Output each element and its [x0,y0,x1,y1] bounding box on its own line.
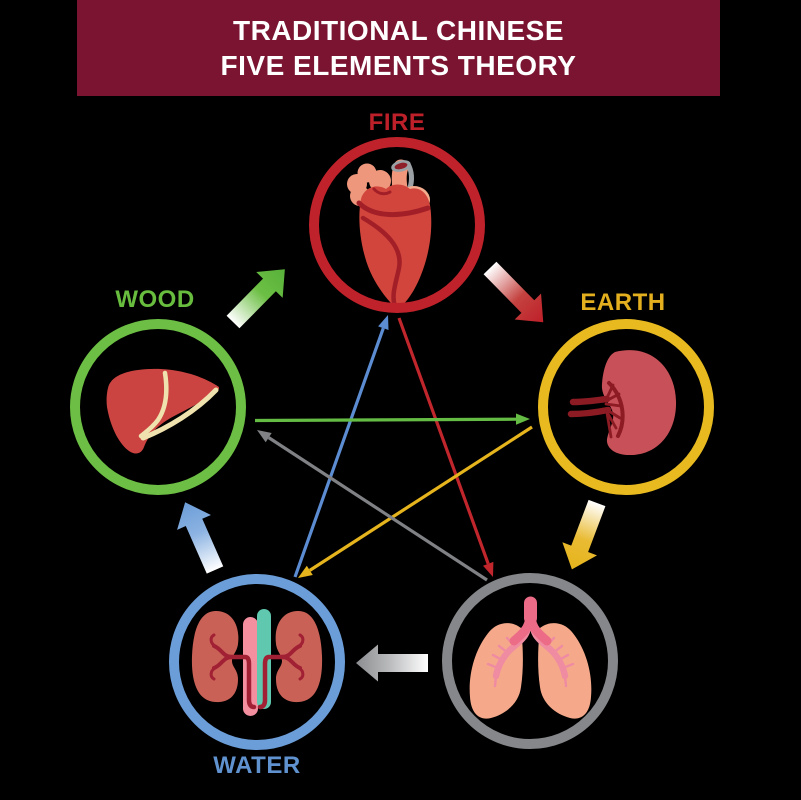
earth-ring [538,319,714,495]
arrow-water-to-fire-control [293,315,389,578]
kidneys-icon [191,609,323,716]
node-wood [70,319,246,495]
title-line-2: FIVE ELEMENTS THEORY [220,50,577,81]
arrow-wood-to-earth-control [254,413,530,425]
arrow-fire-to-metal-control [397,317,494,577]
lungs-icon [469,596,592,719]
node-earth [538,319,714,495]
wood-ring [70,319,246,495]
heart-icon [347,159,432,310]
water-ring [169,574,345,750]
wood-label: WOOD [115,286,195,313]
arrow-water-to-wood-generation [177,502,224,574]
arrow-earth-to-water-control [298,425,533,578]
arrow-metal-to-water-generation [356,644,428,682]
node-fire [309,137,485,313]
earth-label: EARTH [580,289,666,316]
arrow-fire-to-earth-generation [483,261,544,323]
fire-ring [309,137,485,313]
arrow-wood-to-fire-generation [226,269,285,329]
node-water [169,574,345,750]
arrow-metal-to-wood-control [257,430,488,582]
node-metal [442,573,618,749]
water-label: WATER [213,752,301,779]
liver-icon [106,368,219,454]
title-banner: TRADITIONAL CHINESE FIVE ELEMENTS THEORY [77,0,720,96]
arrow-earth-to-metal-generation [562,499,606,570]
spleen-icon [567,350,677,456]
fire-label: FIRE [368,109,426,136]
metal-ring [442,573,618,749]
title-line-1: TRADITIONAL CHINESE [233,15,564,46]
